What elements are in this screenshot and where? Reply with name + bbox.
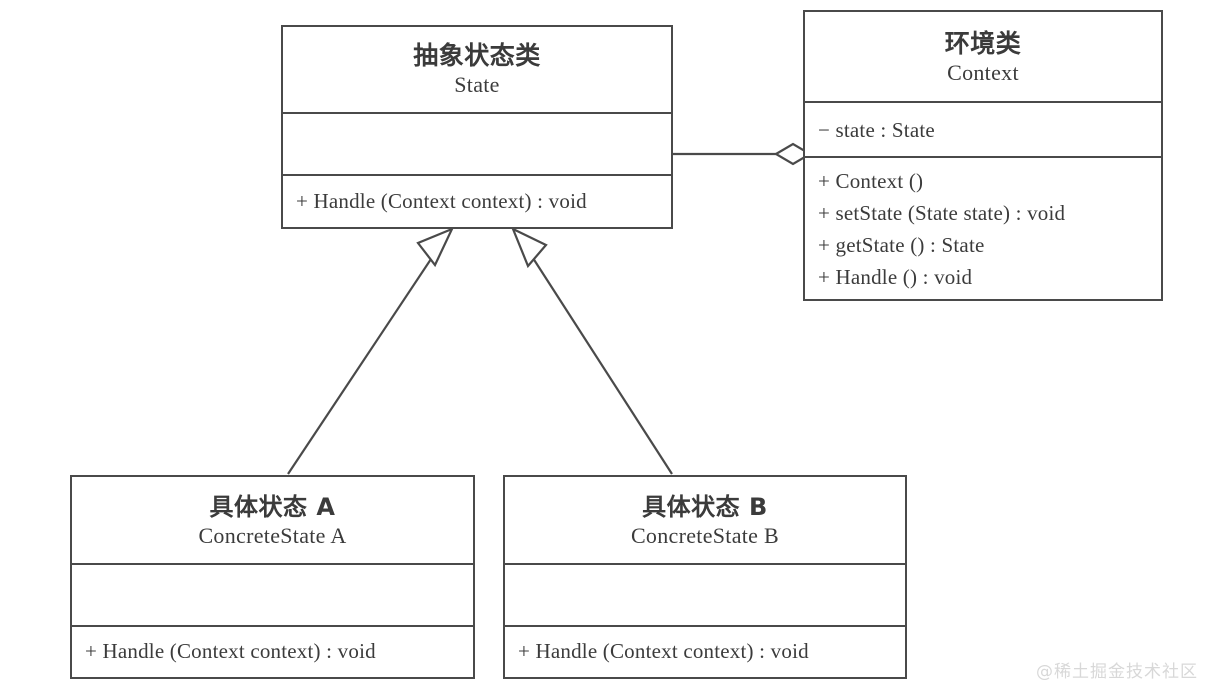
class-concrete-a-attributes-compartment xyxy=(72,563,473,625)
class-concrete-b-name-en: ConcreteState B xyxy=(630,522,780,548)
class-concrete-b-name-cn: 具体状态 B xyxy=(642,492,768,521)
class-concrete-a-name-en: ConcreteState A xyxy=(198,522,347,548)
class-concrete-b-operation: + Handle (Context context) : void xyxy=(518,639,809,663)
hollow-triangle-icon-b xyxy=(510,226,548,269)
class-concrete-b-title-compartment: 具体状态 B ConcreteState B xyxy=(505,477,905,563)
class-concrete-b-attributes-compartment xyxy=(505,563,905,625)
hollow-triangle-icon-a xyxy=(416,226,455,268)
class-context-attributes-compartment: − state : State xyxy=(805,101,1161,156)
class-context-operations-compartment: + Context () + setState (State state) : … xyxy=(805,156,1161,299)
class-context-name-en: Context xyxy=(947,59,1019,85)
class-box-context[interactable]: 环境类 Context − state : State + Context ()… xyxy=(803,10,1163,301)
class-context-title-compartment: 环境类 Context xyxy=(805,12,1161,101)
class-concrete-a-operations-compartment: + Handle (Context context) : void xyxy=(72,625,473,675)
watermark: @稀土掘金技术社区 xyxy=(1036,662,1198,682)
class-context-operation: + getState () : State xyxy=(818,232,985,257)
class-box-concrete-state-a[interactable]: 具体状态 A ConcreteState A + Handle (Context… xyxy=(70,475,475,679)
aggregation-connector xyxy=(673,142,813,166)
class-concrete-b-operations-compartment: + Handle (Context context) : void xyxy=(505,625,905,675)
class-context-operation: + Context () xyxy=(818,168,924,193)
class-state-name-en: State xyxy=(454,72,500,97)
class-state-operation: + Handle (Context context) : void xyxy=(296,189,587,213)
class-state-title-compartment: 抽象状态类 State xyxy=(283,27,671,112)
class-state-name-cn: 抽象状态类 xyxy=(413,41,541,70)
class-box-concrete-state-b[interactable]: 具体状态 B ConcreteState B + Handle (Context… xyxy=(503,475,907,679)
generalization-connector-a xyxy=(287,226,455,475)
class-state-attributes-compartment xyxy=(283,112,671,174)
generalization-line-a xyxy=(287,252,436,475)
class-context-operation: + Handle () : void xyxy=(818,264,973,289)
generalization-connector-b xyxy=(510,226,673,475)
generalization-line-b xyxy=(530,254,673,475)
class-concrete-a-operation: + Handle (Context context) : void xyxy=(85,639,376,663)
class-concrete-a-name-cn: 具体状态 A xyxy=(209,492,336,521)
class-box-state[interactable]: 抽象状态类 State + Handle (Context context) :… xyxy=(281,25,673,229)
class-context-attribute: − state : State xyxy=(818,117,935,142)
class-context-operation: + setState (State state) : void xyxy=(818,200,1066,225)
class-concrete-a-title-compartment: 具体状态 A ConcreteState A xyxy=(72,477,473,563)
class-state-operations-compartment: + Handle (Context context) : void xyxy=(283,174,671,226)
class-context-name-cn: 环境类 xyxy=(944,28,1022,58)
